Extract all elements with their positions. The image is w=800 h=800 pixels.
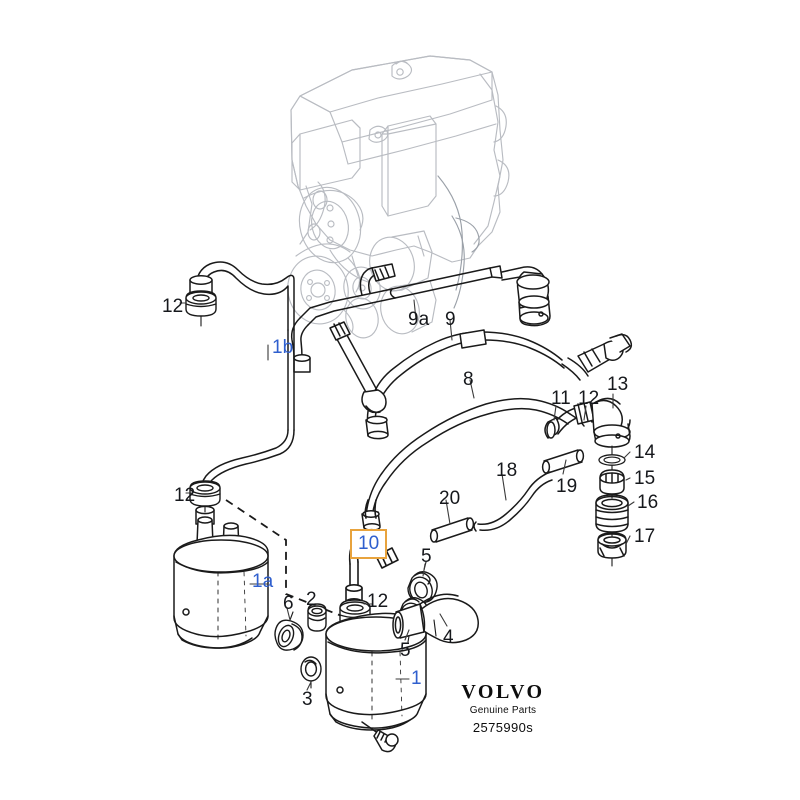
callout-9a[interactable]: 9a: [408, 309, 430, 330]
part-12-grommet-left: [189, 480, 221, 513]
part-diagonal-tube: [329, 321, 387, 414]
engine-illustration: [287, 55, 510, 339]
callout-2[interactable]: 2: [306, 589, 317, 610]
callout-14[interactable]: 14: [634, 442, 656, 463]
part-6-bushing: [274, 611, 304, 651]
callout-3[interactable]: 3: [302, 689, 313, 710]
callout-20[interactable]: 20: [439, 488, 461, 509]
part-12-grommet-upper: [185, 290, 217, 327]
callout-17[interactable]: 17: [634, 526, 656, 547]
volvo-wordmark: VOLVO: [461, 681, 545, 703]
genuine-parts-label: Genuine Parts: [469, 705, 537, 716]
callout-6[interactable]: 6: [283, 593, 294, 614]
callout-1a[interactable]: 1a: [252, 571, 274, 592]
callout-5-top[interactable]: 5: [421, 546, 432, 567]
callout-19[interactable]: 19: [556, 476, 578, 497]
callout-10-selected[interactable]: 10: [350, 529, 388, 559]
part-20-tube: [429, 517, 475, 543]
callout-12-top[interactable]: 12: [162, 296, 184, 317]
part-3-seal: [300, 656, 322, 689]
part-9-hose: [365, 329, 633, 440]
callout-12-right[interactable]: 12: [578, 388, 600, 409]
part-18-hose: [473, 471, 553, 532]
callout-12-mid[interactable]: 12: [367, 591, 389, 612]
callout-5-bottom[interactable]: 5: [400, 640, 411, 661]
callout-11[interactable]: 11: [551, 388, 571, 409]
part-1-canister: [325, 612, 427, 753]
callout-13[interactable]: 13: [607, 374, 629, 395]
part-4-filler-hose: [392, 593, 479, 644]
callout-1b[interactable]: 1b: [272, 337, 294, 358]
callout-18[interactable]: 18: [496, 460, 518, 481]
callout-leader-lines: [179, 299, 635, 691]
part-19-tube: [541, 449, 585, 474]
callout-1[interactable]: 1: [411, 668, 422, 689]
part-9a-vapour-tube: [290, 263, 551, 373]
callout-8[interactable]: 8: [463, 369, 474, 390]
drawing-number: 2575990s: [472, 720, 534, 735]
part-11-12-13-cluster: [544, 397, 631, 567]
callout-16[interactable]: 16: [637, 492, 659, 513]
callout-12-left[interactable]: 12: [174, 485, 196, 506]
part-2-ring: [307, 603, 327, 632]
callout-9[interactable]: 9: [445, 309, 456, 330]
callout-15[interactable]: 15: [634, 468, 656, 489]
volvo-brand-block: VOLVO Genuine Parts 2575990s: [438, 682, 568, 734]
part-1a-canister: [173, 516, 269, 649]
callout-4[interactable]: 4: [443, 627, 454, 648]
